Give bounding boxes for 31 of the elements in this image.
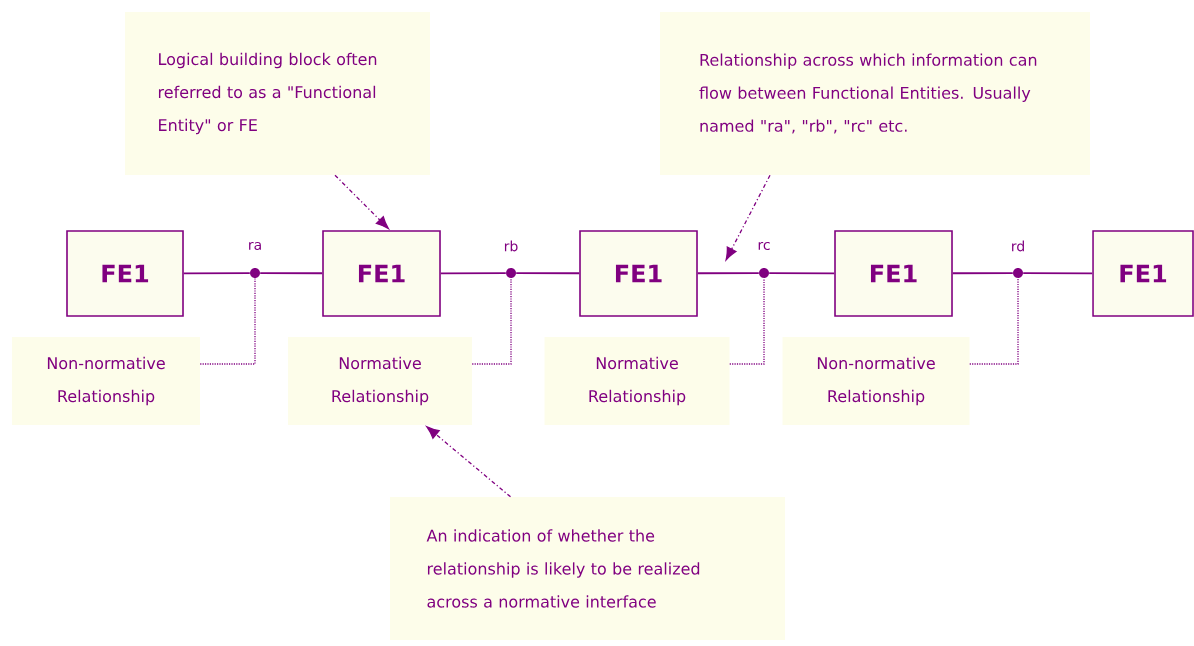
callout-note: Logical building block often referred to as a "Functional Entity" or FE — [125, 12, 430, 175]
connector-line — [182, 272, 251, 275]
dot-label: rd — [1012, 240, 1024, 252]
dot-label: ra — [249, 242, 261, 251]
callout-arrow — [334, 174, 389, 230]
connector-line — [768, 272, 836, 275]
connector-line — [696, 272, 760, 275]
relationship-label: Normative Relationship — [544, 337, 730, 425]
connector-line — [259, 272, 324, 275]
relationship-label: Normative Relationship — [288, 337, 472, 425]
entity-box: FE1 — [579, 230, 698, 317]
callout-note: Relationship across which information can flow between Functional Entities. Usually named "ra", "rb", "rc" etc. — [660, 12, 1090, 175]
connector-line — [1022, 272, 1094, 275]
leader-line — [199, 277, 256, 365]
relationship-label: Non-normative Relationship — [12, 337, 200, 425]
relationship-label: Non-normative Relationship — [782, 337, 970, 425]
entity-box: FE1 — [1092, 230, 1194, 317]
dot-label: rb — [504, 240, 518, 252]
dot-label: rc — [758, 242, 770, 251]
connector-line — [951, 272, 1014, 275]
callout-arrow — [725, 174, 771, 261]
entity-box: FE1 — [66, 230, 184, 317]
connector-line — [439, 272, 507, 275]
leader-line — [729, 277, 765, 365]
connector-line — [515, 272, 581, 275]
leader-line — [471, 277, 512, 365]
callout-arrow — [426, 426, 512, 498]
entity-box: FE1 — [834, 230, 953, 317]
callout-note: An indication of whether the relationship is likely to be realized across a normative interface — [390, 497, 785, 640]
entity-box: FE1 — [322, 230, 441, 317]
leader-line — [969, 277, 1019, 365]
